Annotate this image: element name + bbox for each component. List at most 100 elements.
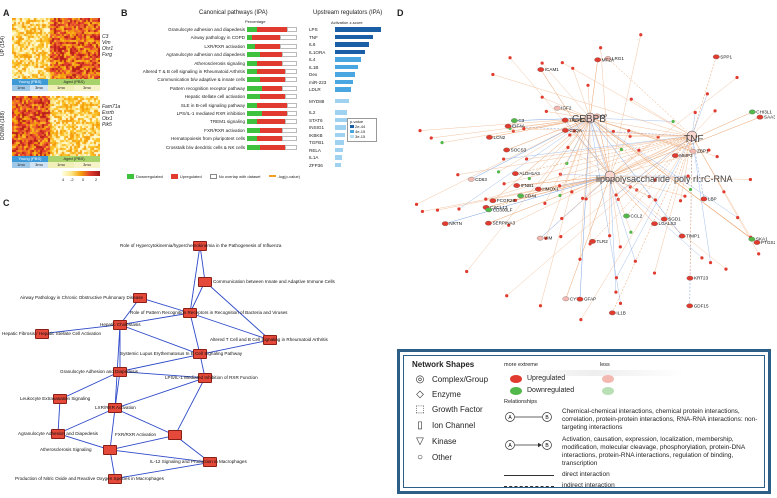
group-aged-down: Aged (PBS): [48, 156, 100, 162]
up-label: Upregulated: [527, 375, 566, 382]
regulator-bar: [335, 147, 343, 152]
gene-node: [465, 269, 469, 274]
scale-tick-2: 0: [82, 177, 85, 182]
regulator-bar: [335, 125, 346, 130]
pathway-bar-none: [287, 111, 297, 116]
gene-edge: [609, 175, 621, 247]
gene-node: [705, 92, 709, 96]
gene-node: [715, 154, 719, 159]
gene-node: [562, 296, 570, 302]
gene-node: [456, 173, 460, 177]
down-gene-2: Otx1: [102, 116, 113, 122]
pathway-edge: [189, 312, 271, 341]
regulator-row: IL4: [309, 56, 389, 63]
pathway-bar-up: [257, 69, 285, 74]
legend-logp: -log(p-value): [268, 174, 300, 179]
gene-node: [653, 178, 657, 182]
gene-node: [418, 129, 422, 133]
gene-node: [489, 198, 497, 204]
pathway-node-label: Hepatic Cholestasis: [100, 321, 141, 327]
gene-edge: [600, 47, 611, 177]
gene-node: [688, 187, 693, 192]
pathway-bar: [247, 136, 297, 142]
legend-swatch: [209, 173, 217, 179]
down-label: DOWN (188): [0, 111, 6, 140]
regulator-bar: [335, 87, 351, 92]
gene-edge: [520, 175, 611, 197]
pathway-row: Airway pathology in COPD: [125, 34, 325, 42]
up-gene-2: Ohr1: [102, 46, 114, 52]
gene-node: [735, 75, 739, 80]
pathway-bar-down: [247, 119, 257, 125]
age-3mo-aged-up: 3mo: [74, 85, 100, 91]
pathway-bar-up: [252, 35, 280, 41]
pathway-edge: [119, 371, 206, 379]
gene-label: KRT23: [694, 276, 709, 281]
gene-node: [618, 245, 622, 249]
pv-item-0: 2e-44: [348, 124, 376, 129]
gene-node: [586, 83, 590, 87]
age-label: 1mo: [57, 162, 65, 167]
gene-node: [700, 256, 704, 260]
gene-edge: [504, 135, 693, 184]
gene-label: VIM: [544, 236, 552, 241]
gene-node: [618, 301, 623, 305]
gene-node: [671, 153, 679, 158]
pathway-name: Airway pathology in COPD: [190, 35, 245, 41]
regulator-bar: [335, 132, 345, 137]
gene-node: [689, 148, 697, 154]
down-gene-1: Esrrb: [102, 110, 114, 116]
gene-edge: [506, 117, 591, 151]
gene-edge: [609, 111, 753, 177]
gene-node: [485, 207, 493, 213]
gene-node: [560, 61, 564, 65]
percentage-label: Percentage: [245, 19, 266, 24]
legend-swatch: [170, 173, 178, 179]
regulator-name: TNF: [309, 34, 318, 40]
shape-label: Growth Factor: [432, 405, 483, 414]
gene-label: GFAP: [584, 297, 596, 302]
gene-edge: [523, 128, 693, 137]
pathway-bar-none: [282, 85, 297, 91]
pathway-node-label: Atherosclerosis Signaling: [40, 446, 92, 452]
gene-node: [485, 220, 492, 226]
gene-node: [571, 66, 575, 70]
pathway-bar-none: [282, 60, 297, 66]
gene-edge: [485, 135, 693, 200]
rel1-node-a: A: [508, 415, 512, 421]
pathway-node-label: Production of Nitric Oxide and Reactive …: [15, 475, 164, 481]
pv-swatch: [350, 125, 354, 128]
legend-text: Upregulated: [179, 173, 202, 179]
pathway-bar: [247, 119, 297, 125]
scale-tick-3: 2: [95, 177, 98, 182]
gene-edge: [540, 117, 591, 306]
gene-label: C3: [518, 118, 524, 123]
pathway-bar: [247, 35, 297, 41]
regulator-row: STAT6: [309, 117, 389, 124]
gene-edge: [422, 175, 611, 212]
gene-edge: [689, 135, 693, 279]
pathways-title: Canonical pathways (IPA): [199, 10, 268, 16]
gene-node: [502, 182, 506, 186]
gene-edge: [609, 136, 659, 177]
pathway-edge: [199, 245, 206, 282]
pathway-node-label: Role of Pattern Recognition Receptors in…: [130, 310, 288, 315]
pathway-bar-down: [247, 69, 257, 74]
ion-channel-icon: ▯: [417, 420, 423, 431]
age-1mo-aged-up: 1mo: [48, 85, 74, 91]
panel-b-letter: B: [121, 8, 128, 18]
gene-label: MT2A: [602, 57, 615, 62]
pathway-bar-up: [262, 85, 282, 91]
gene-edge: [607, 58, 693, 137]
pathway-bar-none: [287, 102, 297, 108]
regulator-name: INSIG1: [309, 125, 325, 130]
gene-edge: [545, 117, 591, 239]
pathway-name: SLE in B-cell signaling pathway: [180, 102, 245, 108]
gene-edge: [445, 175, 611, 224]
legend-swatch: [268, 175, 276, 177]
pathway-legend: Downregulated Upregulated No overlap wit…: [127, 172, 387, 180]
gene-edge: [541, 62, 591, 119]
gene-edge: [515, 175, 611, 201]
regulator-bar: [335, 27, 381, 32]
